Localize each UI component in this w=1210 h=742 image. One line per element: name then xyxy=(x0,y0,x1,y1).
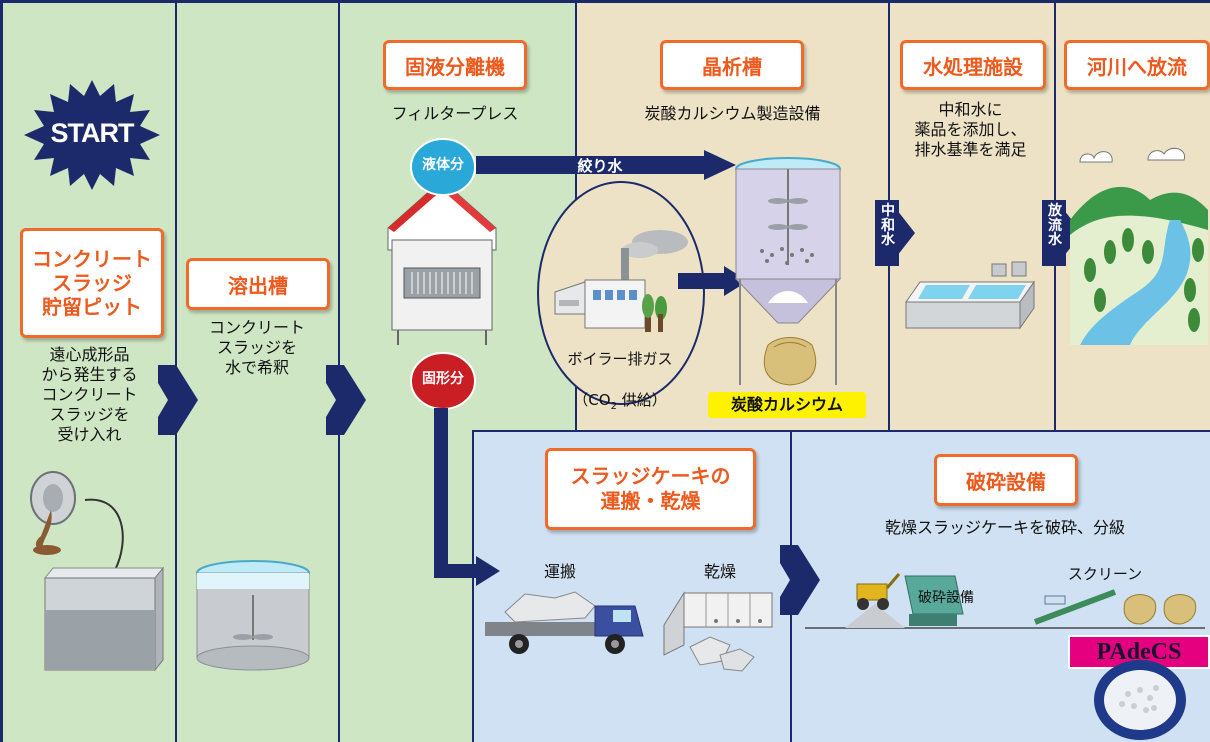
river-landscape-icon xyxy=(1070,147,1208,345)
divider-6 xyxy=(472,430,474,742)
stage4-desc: 炭酸カルシウム製造設備 xyxy=(644,104,821,123)
boiler-sub-suffix: 供給） xyxy=(616,390,667,409)
filtrate-pipe-label: 絞り水 xyxy=(577,157,623,175)
left-border xyxy=(0,0,3,742)
solid-badge: 固形分 xyxy=(422,371,464,387)
product-label: 炭酸カルシウム xyxy=(708,392,866,418)
liquid-badge-icon xyxy=(410,138,476,196)
stage8-desc: 乾燥スラッジケーキを破砕、分級 xyxy=(884,518,1125,537)
neutralized-water-arrow xyxy=(875,200,915,266)
boiler-label: ボイラー排ガス xyxy=(567,350,673,368)
calcium-bag-icon xyxy=(763,337,817,386)
crushing-line-icon xyxy=(805,573,1205,629)
stage3-desc: フィルタープレス xyxy=(391,104,519,123)
padecs-granules-icon xyxy=(1094,660,1186,740)
crusher-label: 破砕設備 xyxy=(918,590,974,606)
divider-h xyxy=(472,430,1210,432)
solids-pipe xyxy=(434,408,500,586)
dissolution-tank-icon xyxy=(196,560,310,671)
factory-icon xyxy=(554,230,688,332)
dryer-icon xyxy=(663,591,773,672)
stage8-title: 破砕設備 xyxy=(934,454,1078,506)
transport-label: 運搬 xyxy=(543,562,576,581)
filter-press-icon xyxy=(387,179,497,345)
crystallization-tank-icon xyxy=(734,157,842,385)
boiler-sub-subscript: 2 xyxy=(610,400,617,412)
truck-icon xyxy=(485,591,644,654)
stage2-desc: コンクリート スラッジを 水で希釈 xyxy=(208,318,305,377)
flue-gas-arrow xyxy=(678,266,748,296)
stage4-title: 晶析槽 xyxy=(660,40,804,90)
dry-label: 乾燥 xyxy=(703,562,736,581)
filtrate-pipe xyxy=(476,150,736,180)
boiler-sub-prefix: （CO xyxy=(573,390,611,409)
stage5-title: 水処理施設 xyxy=(900,40,1046,90)
stage3-title: 固液分離機 xyxy=(383,40,527,90)
start-burst-icon xyxy=(24,80,160,190)
flow-arrow-2 xyxy=(326,365,366,435)
neutralized-water-label: 中和水 xyxy=(881,203,895,249)
liquid-badge: 液体分 xyxy=(422,157,464,173)
flow-arrow-1 xyxy=(158,365,198,435)
water-treatment-icon xyxy=(905,261,1035,330)
stage1-desc: 遠心成形品 から発生する コンクリート スラッジを 受け入れ xyxy=(41,345,138,444)
stage5-desc: 中和水に 薬品を添加し、 排水基準を満足 xyxy=(914,100,1027,159)
top-border xyxy=(0,0,1210,3)
stage7-title: スラッジケーキの 運搬・乾燥 xyxy=(545,448,756,530)
stage2-title: 溶出槽 xyxy=(186,258,330,310)
stage6-title: 河川へ放流 xyxy=(1064,40,1210,90)
flow-arrow-3 xyxy=(780,545,820,615)
screen-label: スクリーン xyxy=(1067,565,1143,583)
product-logo: PAdeCS xyxy=(1068,635,1210,669)
boiler-sub: （CO2 供給） xyxy=(545,372,695,413)
start-label: START xyxy=(50,118,135,148)
stage1-title: コンクリート スラッジ 貯留ピット xyxy=(20,228,164,338)
sludge-pour-icon xyxy=(30,471,165,672)
discharge-water-label: 放流水 xyxy=(1048,203,1062,249)
